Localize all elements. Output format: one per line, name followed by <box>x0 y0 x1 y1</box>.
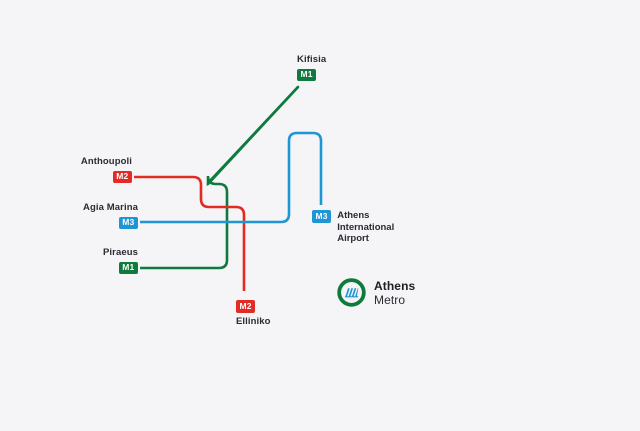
station-agia-marina-label: Agia Marina <box>83 202 138 213</box>
station-kifisia[interactable]: Kifisia M1 <box>297 54 326 81</box>
station-kifisia-badge: M1 <box>297 68 317 81</box>
metro-logo-icon <box>337 278 366 307</box>
line-m1-path <box>140 86 299 270</box>
station-anthoupoli[interactable]: Anthoupoli M2 <box>60 156 132 183</box>
logo-wordmark: Athens Metro <box>374 279 415 307</box>
station-kifisia-label: Kifisia <box>297 54 327 65</box>
station-athens-international-airport[interactable]: M3 Athens International Airport <box>312 210 394 245</box>
station-agia-marina-badge: M3 <box>118 216 138 229</box>
logo-line-metro: Metro <box>374 292 406 307</box>
station-elliniko[interactable]: M2 Elliniko <box>236 300 271 327</box>
station-piraeus-badge: M1 <box>118 261 138 274</box>
station-elliniko-label: Elliniko <box>236 315 271 327</box>
line-m2-path <box>134 175 246 291</box>
line-m3-path <box>140 131 323 224</box>
station-anthoupoli-badge: M2 <box>112 170 132 183</box>
athens-metro-logo: Athens Metro <box>337 278 415 307</box>
station-agia-marina[interactable]: Agia Marina M3 <box>60 202 138 229</box>
station-piraeus-label: Piraeus <box>102 247 138 258</box>
line-m1-diagonal <box>206 85 300 186</box>
station-airport-badge: M3 <box>312 210 332 223</box>
station-elliniko-badge: M2 <box>236 300 256 313</box>
station-anthoupoli-label: Anthoupoli <box>80 156 132 167</box>
station-airport-label: Athens International Airport <box>337 210 395 244</box>
logo-line-athens: Athens <box>374 278 416 293</box>
station-piraeus[interactable]: Piraeus M1 <box>60 247 138 274</box>
